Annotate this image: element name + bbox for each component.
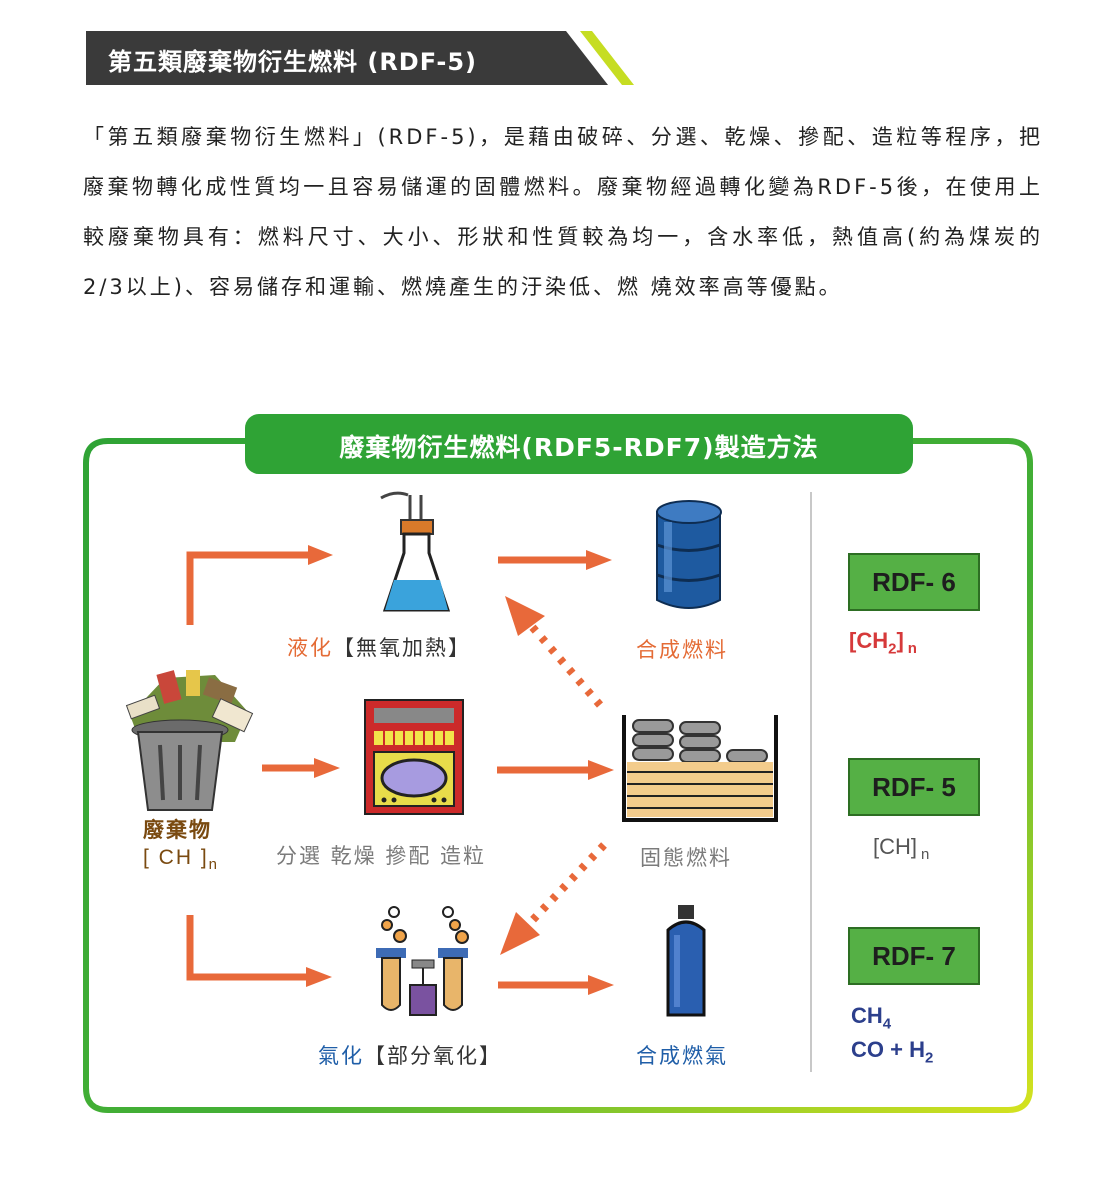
gasification-note: 【部分氧化】 [364,1044,502,1068]
arrow-to-liquefaction [186,551,310,625]
rdf7-box: RDF- 7 [848,927,980,985]
waste-label: 廢棄物 [143,818,212,842]
solid-fuel-label: 固態燃料 [640,846,732,870]
diagram-frame [83,438,1033,1113]
synthetic-gas-label: 合成燃氣 [636,1044,728,1068]
waste-formula: [ CH ]n [143,846,220,874]
dotted-arrow-solid-to-gasification [525,842,607,928]
arrowhead-gas [588,975,614,995]
dotted-arrows [500,596,607,955]
section-title: 第五類廢棄物衍生燃料 (RDF-5) [108,48,478,76]
dotted-arrowhead-liquefaction [505,596,545,636]
arrow-to-gasification [186,915,308,981]
diagram-title: 廢棄物衍生燃料(RDF5-RDF7)製造方法 [339,433,819,462]
solid-fuel-pellets-icon [622,715,778,822]
arrowhead-fuel [586,550,612,570]
arrowhead-solid [588,760,614,780]
rdf5-formula: [CH]n [873,834,930,864]
arrowhead-gasification [306,967,332,987]
barrel-icon [656,500,722,609]
rdf7-formula-methane: CH4 [851,1003,892,1033]
gas-cylinder-icon [666,905,706,1017]
flask-icon [380,491,451,612]
arrowhead-processing [314,758,340,778]
rdf7-formula-syngas: CO + H2 [851,1037,934,1067]
dotted-arrow-solid-to-liquefaction [524,619,604,708]
section-header-banner: 第五類廢棄物衍生燃料 (RDF-5) [86,31,634,85]
process-arrows [186,545,614,995]
gasification-label: 氣化【部分氧化】 [318,1044,502,1068]
synthetic-fuel-label: 合成燃料 [636,638,728,662]
rdf6-box: RDF- 6 [848,553,980,611]
rdf5-box: RDF- 5 [848,758,980,816]
liquefaction-label: 液化【無氧加熱】 [287,636,471,660]
sorting-machine-icon [364,699,464,815]
arrowhead-liquefaction [308,545,333,565]
liquefaction-note: 【無氧加熱】 [333,636,471,660]
waste-bin-icon [125,670,254,811]
processing-steps-label: 分選 乾燥 摻配 造粒 [276,844,487,868]
intro-paragraph: 「第五類廢棄物衍生燃料」(RDF-5)，是藉由破碎、分選、乾燥、摻配、造粒等程序… [83,125,1043,299]
diagram-title-box [245,414,913,474]
dotted-arrowhead-gasification [500,912,540,955]
test-tubes-icon [376,906,469,1016]
banner-shape [86,31,634,85]
rdf6-formula: [CH2]n [849,628,917,658]
